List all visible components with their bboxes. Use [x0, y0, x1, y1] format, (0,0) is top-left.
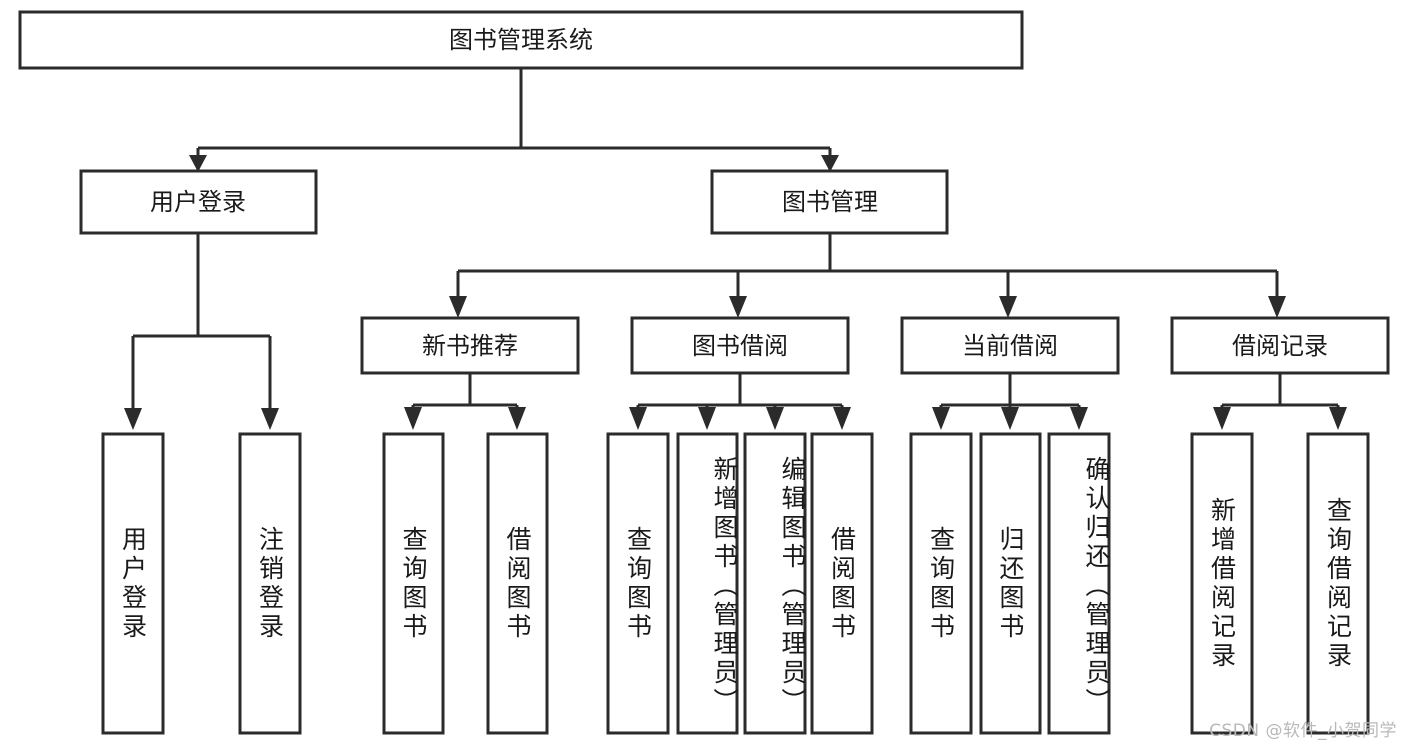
arrowhead-leaf-add-record: [1213, 407, 1231, 430]
node-book-borrow[interactable]: 图书借阅: [630, 316, 850, 375]
node-new-book-recommend-box[interactable]: [360, 316, 580, 375]
node-book-manage-box[interactable]: [710, 169, 949, 235]
node-user-login-box[interactable]: [79, 169, 318, 235]
node-book-borrow-box[interactable]: [630, 316, 850, 375]
edges-group: [124, 68, 1347, 430]
node-current-borrow-box[interactable]: [900, 316, 1120, 375]
arrowhead-current-borrow: [999, 296, 1017, 318]
node-new-book-recommend-label: 新书推荐: [422, 332, 518, 360]
node-book-manage[interactable]: 图书管理: [710, 169, 949, 235]
arrowhead-user-login: [189, 155, 207, 172]
arrowhead-new-book-recommend: [449, 296, 467, 318]
arrowhead-borrow-record: [1268, 296, 1286, 318]
arrowhead-leaf-borrow-book-2: [833, 407, 851, 430]
node-root[interactable]: 图书管理系统: [18, 10, 1024, 70]
node-root-box[interactable]: [18, 10, 1024, 70]
arrowhead-leaf-confirm-return: [1070, 407, 1088, 430]
leaf-box-return-book[interactable]: [979, 432, 1042, 735]
node-book-manage-label: 图书管理: [782, 188, 878, 216]
leaf-box-borrow-book-1[interactable]: [486, 432, 549, 735]
node-user-login-label: 用户登录: [150, 188, 246, 216]
leaf-box-user-login[interactable]: [101, 432, 165, 735]
arrowhead-leaf-query-record: [1329, 407, 1347, 430]
arrowhead-leaf-borrow-book-1: [508, 407, 526, 430]
leaf-box-logout-login[interactable]: [238, 432, 302, 735]
node-borrow-record-box[interactable]: [1170, 316, 1390, 375]
node-borrow-record-label: 借阅记录: [1232, 332, 1328, 360]
leaf-box-add-record[interactable]: [1190, 432, 1254, 735]
arrowhead-book-borrow: [729, 296, 747, 318]
arrowhead-leaf-query-book-1: [404, 407, 422, 430]
leaf-box-confirm-return[interactable]: [1047, 432, 1111, 735]
leaf-box-borrow-book-2[interactable]: [810, 432, 874, 735]
arrowhead-book-manage: [821, 155, 839, 172]
node-root-label: 图书管理系统: [449, 26, 593, 54]
arrowhead-leaf-return-book: [1001, 407, 1019, 430]
node-borrow-record[interactable]: 借阅记录: [1170, 316, 1390, 375]
node-book-borrow-label: 图书借阅: [692, 332, 788, 360]
leaf-box-query-book-1[interactable]: [382, 432, 445, 735]
arrowhead-leaf-edit-book: [766, 407, 784, 430]
csdn-watermark: CSDN @软件_小贺同学: [1209, 721, 1397, 741]
node-current-borrow[interactable]: 当前借阅: [900, 316, 1120, 375]
arrowhead-leaf-query-book-3: [932, 407, 950, 430]
node-new-book-recommend[interactable]: 新书推荐: [360, 316, 580, 375]
node-current-borrow-label: 当前借阅: [962, 332, 1058, 360]
arrowhead-leaf-logout-login: [261, 408, 279, 430]
arrowhead-leaf-query-book-2: [629, 407, 647, 430]
leaf-box-query-record[interactable]: [1306, 432, 1370, 735]
arrowhead-leaf-user-login: [124, 408, 142, 430]
leaf-box-add-book[interactable]: [676, 432, 739, 735]
leaf-box-query-book-2[interactable]: [606, 432, 670, 735]
leaf-boxes-group: [101, 432, 1370, 735]
arrowhead-leaf-add-book: [698, 407, 716, 430]
node-user-login[interactable]: 用户登录: [79, 169, 318, 235]
leaf-box-edit-book[interactable]: [743, 432, 807, 735]
leaf-box-query-book-3[interactable]: [909, 432, 973, 735]
